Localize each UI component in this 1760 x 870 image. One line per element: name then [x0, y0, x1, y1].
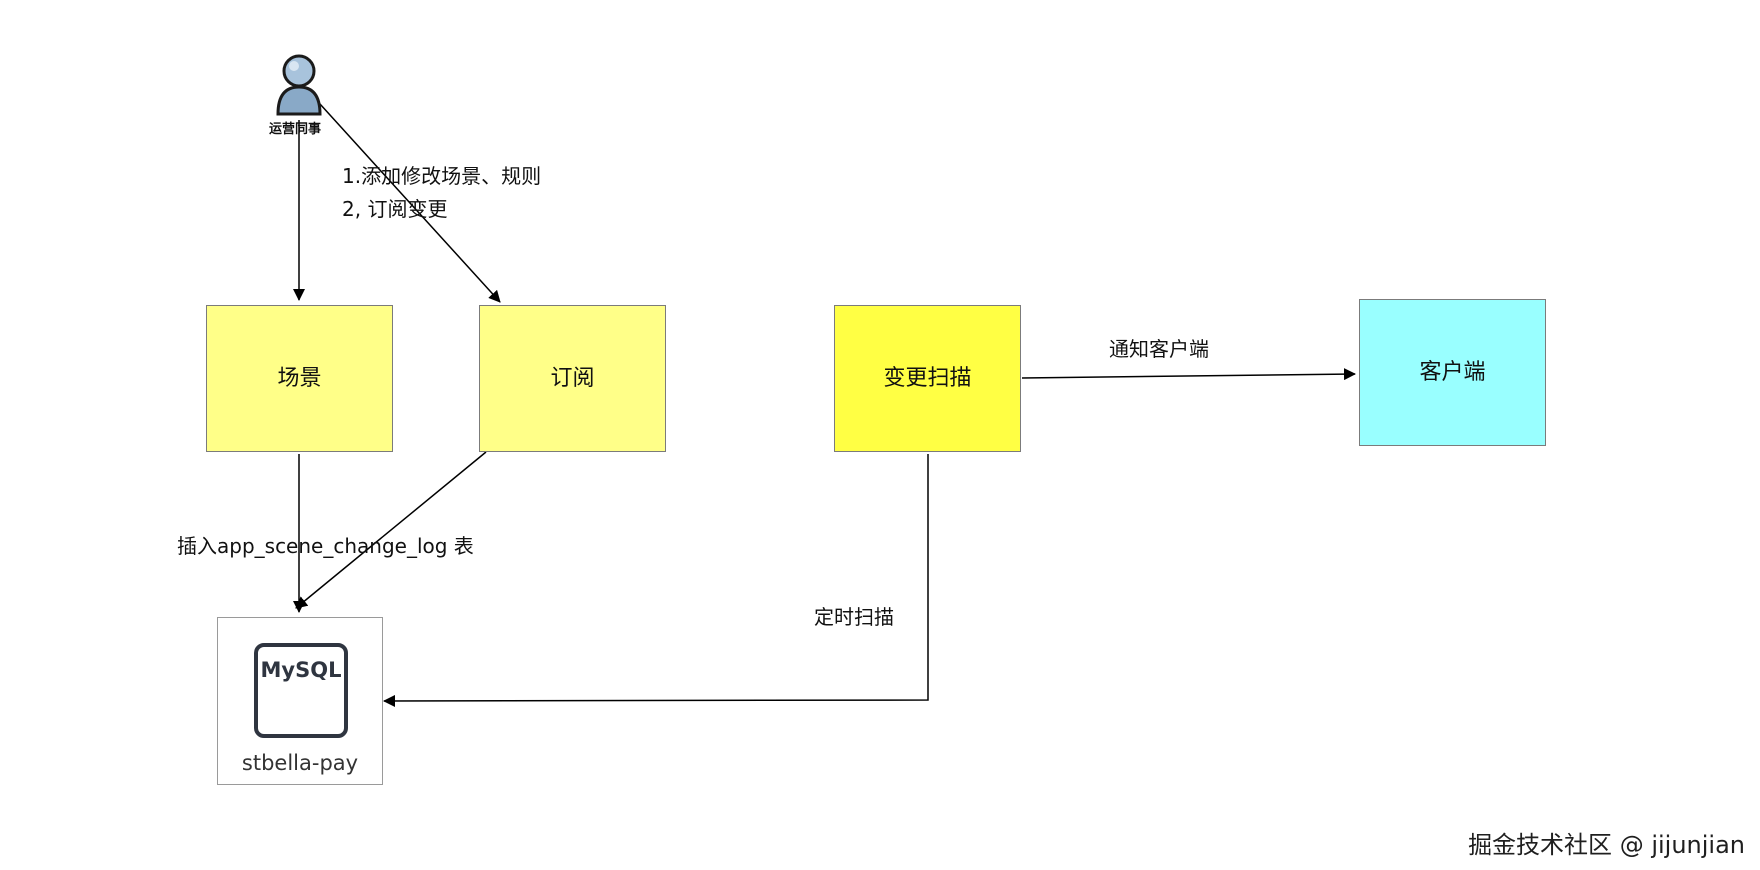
subscription-to-database-arrow [295, 451, 487, 609]
actor-step-2: 2, 订阅变更 [342, 197, 448, 221]
actor-label: 运营同事 [269, 122, 322, 137]
subscription-node[interactable]: 订阅 [479, 305, 666, 452]
scheduled-scan-label: 定时扫描 [814, 605, 894, 629]
change-scan-node-label: 变更扫描 [883, 365, 972, 391]
client-node[interactable]: 客户端 [1359, 299, 1546, 446]
notify-client-label: 通知客户端 [1109, 337, 1209, 361]
scan-to-database-arrow [383, 454, 929, 707]
subscription-node-label: 订阅 [550, 365, 595, 391]
user-icon [276, 54, 322, 116]
actor-to-subscription-arrow [319, 103, 501, 303]
scan-to-client-arrow [1021, 368, 1356, 381]
client-node-label: 客户端 [1419, 359, 1486, 385]
actor-step-1: 1.添加修改场景、规则 [342, 164, 542, 188]
mysql-icon-text: MySQL [260, 658, 342, 682]
mysql-icon: MySQL [254, 643, 348, 738]
database-name: stbella-pay [241, 751, 359, 775]
scene-node-label: 场景 [277, 365, 322, 391]
scene-node[interactable]: 场景 [206, 305, 393, 452]
change-scan-node[interactable]: 变更扫描 [834, 305, 1021, 452]
insert-log-label: 插入app_scene_change_log 表 [177, 534, 474, 558]
watermark: 掘金技术社区 @ jijunjian [1468, 831, 1745, 859]
database-node[interactable]: MySQL stbella-pay [217, 617, 383, 785]
